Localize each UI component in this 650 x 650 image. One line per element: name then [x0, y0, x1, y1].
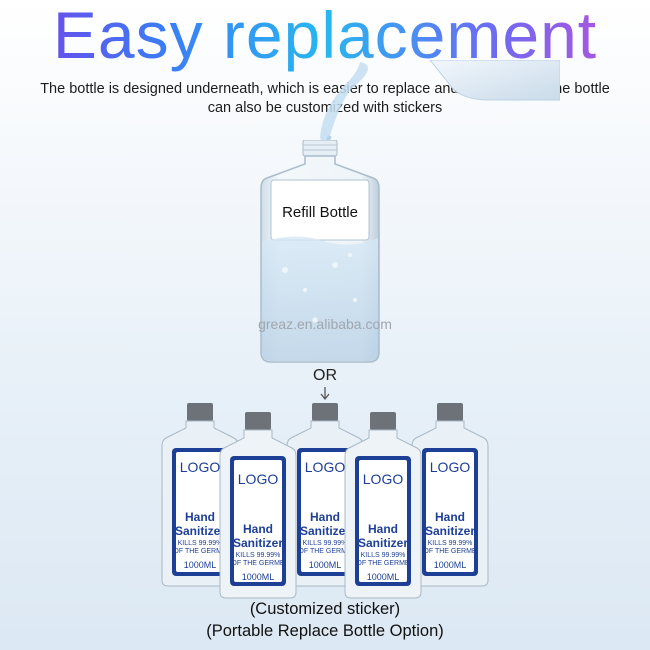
- sticker-sanitizer: Sanitizer: [299, 524, 350, 538]
- sticker-hand: Hand: [310, 510, 340, 524]
- sticker-logo: LOGO: [429, 459, 471, 475]
- sticker-germe: OF THE GERME: [173, 548, 227, 555]
- sanitizer-bottle-icon: [219, 412, 297, 599]
- sanitizer-bottle-icon: [286, 403, 364, 587]
- refill-bottle-icon: [260, 139, 380, 363]
- sanitizer-bottle: LOGO Hand Sanitizer KILLS 99.99% OF THE …: [218, 410, 298, 605]
- sticker-sanitizer: Sanitizer: [232, 536, 283, 550]
- sticker-volume: 1000ML: [366, 572, 400, 582]
- sticker-logo: LOGO: [304, 459, 346, 475]
- sticker-volume: 1000ML: [241, 572, 275, 582]
- sticker-germe: OF THE GERME: [423, 548, 477, 555]
- sticker-kills: KILLS 99.99%: [302, 540, 348, 547]
- sticker-hand: Hand: [185, 510, 215, 524]
- sanitizer-bottle: LOGO Hand Sanitizer KILLS 99.99% OF THE …: [410, 398, 490, 593]
- sticker-kills: KILLS 99.99%: [177, 540, 223, 547]
- sticker-germe: OF THE GERME: [231, 560, 285, 567]
- sticker-sanitizer: Sanitizer: [357, 536, 408, 550]
- sticker-sanitizer: Sanitizer: [424, 524, 475, 538]
- sticker-volume: 1000ML: [183, 560, 217, 570]
- sticker-germe: OF THE GERME: [356, 560, 410, 567]
- sanitizer-bottle: LOGO Hand Sanitizer KILLS 99.99% OF THE …: [343, 410, 423, 605]
- sanitizer-bottle-icon: [161, 403, 239, 587]
- sticker-logo: LOGO: [362, 471, 404, 487]
- arrow-down-icon: [320, 387, 330, 401]
- sticker-kills: KILLS 99.99%: [235, 552, 281, 559]
- sticker-logo: LOGO: [179, 459, 221, 475]
- sticker-kills: KILLS 99.99%: [360, 552, 406, 559]
- sticker-sanitizer: Sanitizer: [174, 524, 225, 538]
- sticker-logo: LOGO: [237, 471, 279, 487]
- refill-bottle: Refill Bottle: [255, 139, 385, 365]
- sanitizer-bottle-icon: [344, 412, 422, 599]
- sticker-hand: Hand: [435, 510, 465, 524]
- sticker-volume: 1000ML: [433, 560, 467, 570]
- or-label: OR: [313, 367, 337, 384]
- sticker-germe: OF THE GERME: [298, 548, 352, 555]
- refill-bottle-label: Refill Bottle: [282, 204, 358, 221]
- watermark: greaz.en.alibaba.com: [258, 316, 392, 332]
- sticker-hand: Hand: [368, 522, 398, 536]
- sanitizer-bottle-icon: [411, 403, 489, 587]
- caption-line-1: (Customized sticker): [249, 600, 401, 618]
- sticker-kills: KILLS 99.99%: [427, 540, 473, 547]
- caption-line-2: (Portable Replace Bottle Option): [206, 622, 444, 640]
- sanitizer-bottle: LOGO Hand Sanitizer KILLS 99.99% OF THE …: [285, 398, 365, 593]
- sanitizer-bottle: LOGO Hand Sanitizer KILLS 99.99% OF THE …: [160, 398, 240, 593]
- sticker-hand: Hand: [243, 522, 273, 536]
- bottle-group: LOGO Hand Sanitizer KILLS 99.99% OF THE …: [150, 398, 500, 599]
- sticker-volume: 1000ML: [308, 560, 342, 570]
